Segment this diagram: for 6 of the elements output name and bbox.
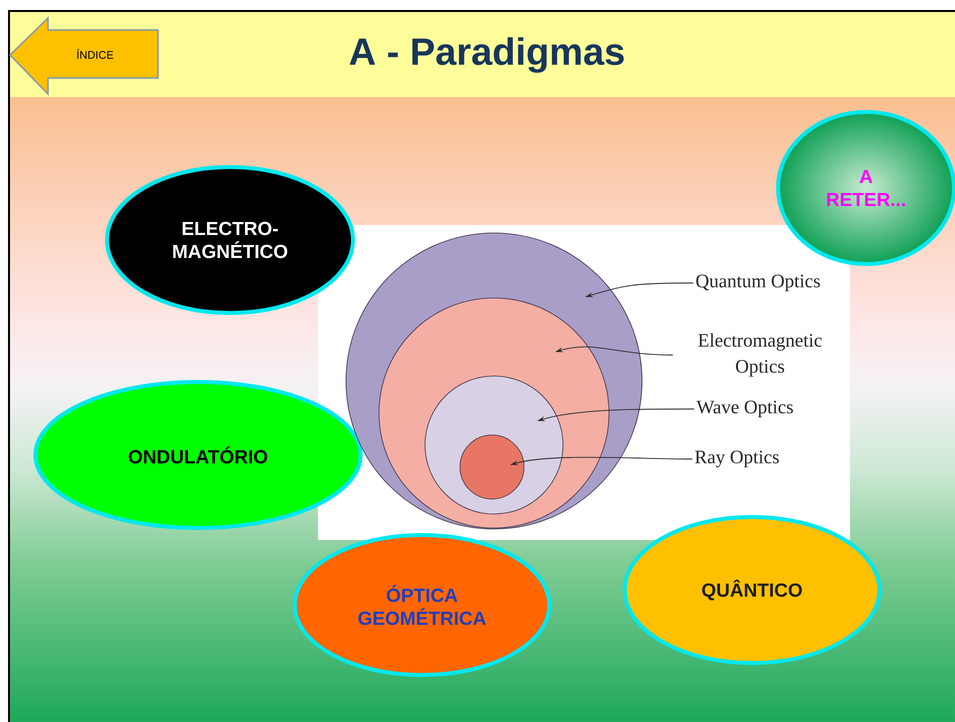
circle [460, 434, 524, 500]
circle-label: Wave Optics [696, 400, 793, 418]
circle-label: Ray Optics [695, 450, 779, 468]
circle-label: Quantum Optics [696, 274, 820, 292]
circle-label: Electromagnetic Optics [698, 333, 822, 377]
title: A - Paradigmas [350, 37, 624, 73]
